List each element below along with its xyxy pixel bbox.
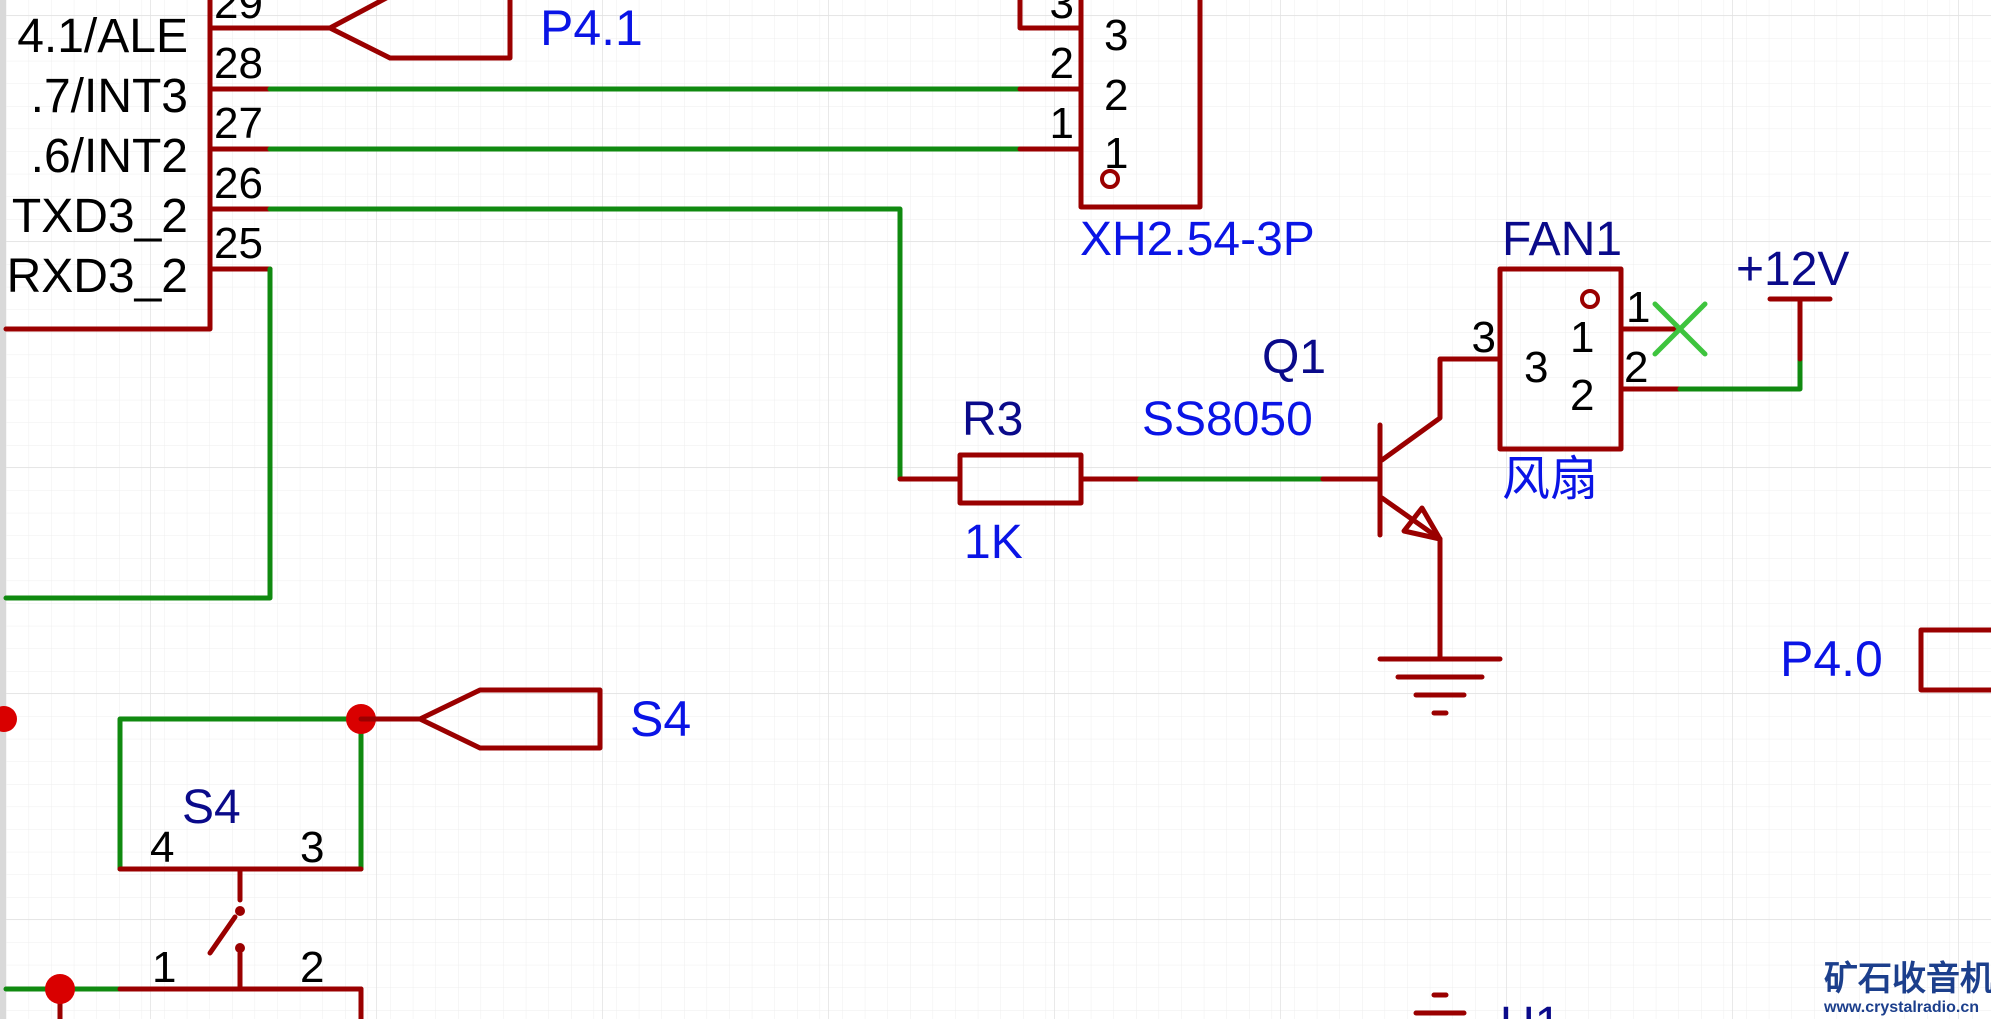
ground-symbol[interactable]: [1377, 656, 1503, 716]
canvas-left-edge: [0, 0, 6, 1019]
pin1-marker-icon: [1580, 289, 1600, 309]
net-flag-label: P4.1: [540, 0, 643, 56]
partial-designator: U1: [1500, 998, 1561, 1019]
junction-dot: [45, 974, 75, 1004]
fan-component[interactable]: 1 2 3 1 3 2 FAN1 风扇: [1472, 213, 1683, 506]
switch-designator: S4: [182, 781, 241, 834]
fan-designator: FAN1: [1502, 213, 1622, 266]
connector-value: XH2.54-3P: [1080, 213, 1315, 266]
mcu-body-outline: [3, 0, 213, 332]
switch-pin-number: 4: [150, 823, 174, 872]
mcu-pin-number: 26: [214, 159, 263, 208]
watermark-title: 矿石收音机: [1824, 960, 1991, 998]
net-flag-label: P4.0: [1780, 631, 1883, 687]
fan-inner-pin: 3: [1524, 343, 1548, 392]
resistor-r3[interactable]: R3 1K: [897, 393, 1143, 569]
fan-pin-number: 2: [1624, 343, 1648, 392]
mcu-pin-name: 4.1/ALE: [17, 10, 188, 63]
mcu-component[interactable]: 29 28 27 26 25 4.1/ALE .7/INT3 .6/INT2 T…: [3, 0, 273, 332]
switch-s4[interactable]: S4 S4 4 3 1 2: [0, 687, 691, 1019]
transistor-value: SS8050: [1142, 393, 1313, 446]
ground-symbol-partial: U1: [1413, 992, 1561, 1019]
power-12v-symbol[interactable]: +12V: [1736, 243, 1849, 362]
emitter-arrow-icon: [1401, 505, 1443, 542]
connector-inner-pin: 1: [1104, 129, 1128, 178]
mcu-pin-name: .7/INT3: [31, 70, 188, 123]
connector-pin-3: [1017, 0, 1084, 31]
switch-pin-number: 3: [300, 823, 324, 872]
resistor-value: 1K: [964, 516, 1023, 569]
connector-xh254-3p[interactable]: 3 2 1 3 2 1 XH2.54-3P: [1017, 0, 1315, 266]
mcu-pin-number: 29: [214, 0, 263, 28]
fan-inner-pin: 1: [1570, 313, 1594, 362]
pin1-marker-icon: [1100, 169, 1120, 189]
connector-inner-pin: 2: [1104, 71, 1128, 120]
junction-dot: [0, 706, 17, 732]
connector-pin-number: 1: [1050, 99, 1074, 148]
connector-body: [1078, 0, 1203, 210]
fan-inner-pin: 2: [1570, 371, 1594, 420]
wire-rxd3[interactable]: [3, 266, 273, 601]
switch-lever: [207, 914, 238, 956]
grid-major: [6, 0, 1991, 1019]
power-label: +12V: [1736, 243, 1849, 296]
fan-value: 风扇: [1502, 453, 1598, 506]
watermark-url: www.crystalradio.cn: [1823, 999, 1979, 1016]
no-connect-icon: [1652, 301, 1708, 357]
mcu-pin-name: TXD3_2: [12, 190, 188, 243]
transistor-designator: Q1: [1262, 331, 1326, 384]
mcu-pin-name: RXD3_2: [7, 250, 188, 303]
fan-pin-number: 1: [1626, 283, 1650, 332]
net-flag-p40[interactable]: P4.0: [1780, 627, 1991, 693]
net-flag-label: S4: [630, 691, 691, 747]
connector-pin-number: 2: [1050, 39, 1074, 88]
resistor-designator: R3: [962, 393, 1023, 446]
fan-pin-number: 3: [1472, 313, 1496, 362]
net-flag-shape: [417, 687, 603, 751]
fan-body: [1497, 266, 1624, 452]
mcu-pin-name: .6/INT2: [31, 130, 188, 183]
net-flag-shape: [1918, 627, 1991, 693]
transistor-q1[interactable]: Q1 SS8050: [1142, 331, 1503, 662]
net-flag-shape: [327, 0, 513, 61]
mcu-pin-number: 28: [214, 39, 263, 88]
transistor-collector: [1379, 356, 1503, 463]
net-flag-p41[interactable]: P4.1: [267, 0, 643, 61]
watermark: 矿石收音机 www.crystalradio.cn: [1823, 960, 1991, 1016]
mcu-pin-number: 27: [214, 99, 263, 148]
mcu-pin-number: 25: [214, 219, 263, 268]
switch-pin-number: 2: [300, 943, 324, 992]
connector-inner-pin: 3: [1104, 11, 1128, 60]
switch-pin-number: 1: [152, 943, 176, 992]
wire-12v[interactable]: [1677, 356, 1803, 392]
connector-pin-number: 3: [1050, 0, 1074, 28]
